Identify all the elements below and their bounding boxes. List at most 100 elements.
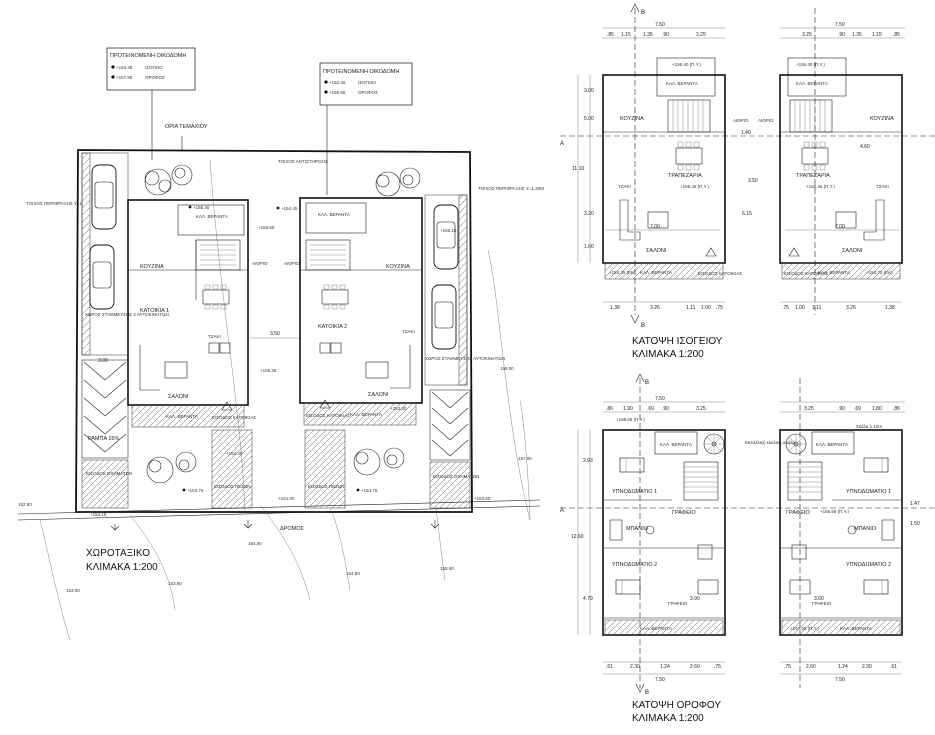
house-2-plan: ΚΑΛ. ΒΕΡΑΝΤΑ ΚΟΥΖΙΝΑ ΚΑΤΟΙΚΙΑ 2 ΤΖΑΚΙ ΣΑ… bbox=[299, 197, 423, 426]
dining-table-icon bbox=[801, 141, 829, 171]
wc-icon bbox=[697, 544, 713, 560]
site-plan: ΠΡΟΤΕΙΝΟΜΕΝΗ ΟΙΚΟΔΟΜΗ +154.45 ΙΣΟΓΕΙΟ +1… bbox=[17, 47, 544, 641]
level-label: +156.55 (Π.Υ.) bbox=[820, 509, 849, 514]
atrium-label: ΑΙΘΡΙΟ bbox=[758, 118, 774, 123]
parking-label-left: ΧΩΡΟΣ ΣΤΑΘΜΕΥΣΗΣ 2 ΑΥΤΟΚΙΝΗΤΩΝ bbox=[85, 312, 169, 317]
upper-floor-scale: ΚΛΙΜΑΚΑ 1:200 bbox=[632, 713, 704, 724]
fireplace-label: ΤΖΑΚΙ bbox=[618, 184, 631, 189]
dim: 1.15 bbox=[621, 32, 631, 38]
car-icon bbox=[433, 204, 459, 270]
veranda-label: ΚΑΛ. ΒΕΡΑΝΤΑ bbox=[796, 81, 828, 86]
entrance-arrow-icon bbox=[221, 401, 233, 411]
dim: 3.26 bbox=[650, 305, 660, 311]
dim: 1.11 bbox=[812, 305, 822, 311]
ramp-right bbox=[429, 389, 471, 461]
legend-title: ΠΡΟΤΕΙΝΟΜΕΝΗ ΟΙΚΟΔΟΜΗ bbox=[323, 69, 399, 75]
toilet-icon bbox=[847, 525, 857, 535]
bedroom-label: ΥΠΝΟΔΩΜΑΤΙΟ 1 bbox=[612, 489, 657, 495]
veranda-bottom bbox=[604, 262, 724, 280]
section-marker-b: B bbox=[641, 10, 645, 16]
dim: .86 bbox=[606, 406, 613, 412]
dim: 1.00 bbox=[701, 305, 711, 311]
dim: 2.60 bbox=[806, 664, 816, 670]
dim: 3.26 bbox=[846, 305, 856, 311]
dim: 3.90 bbox=[690, 596, 700, 602]
dim: 3.20 bbox=[584, 211, 594, 217]
dim: 3.25 bbox=[696, 32, 706, 38]
tree-icon bbox=[146, 451, 197, 484]
spiral-stair-icon bbox=[785, 433, 807, 455]
veranda-label: ΚΑΛ. ΒΕΡΑΝΤΑ bbox=[666, 81, 698, 86]
legend-title: ΠΡΟΤΕΙΝΟΜΕΝΗ ΟΙΚΟΔΟΜΗ bbox=[110, 53, 186, 59]
upper-unit-left-walls bbox=[602, 429, 726, 636]
dim: 1.90 bbox=[623, 406, 633, 412]
ground-unit-left-walls bbox=[602, 74, 726, 264]
car-entrance-left-label: ΕΙΣΟΔΟΣ ΟΧΗΜΑΤΩΝ bbox=[86, 471, 132, 476]
retaining-wall-label: ΤΟΙΧΟΣ ΑΝΤΙΣΤΗΡΙΞΗΣ bbox=[278, 159, 328, 164]
salon-label: ΣΑΛΟΝΙ bbox=[168, 394, 189, 400]
atrium-label: ΑΙΘΡΙΟ bbox=[733, 118, 749, 123]
ramp-label: ΡΑΜΠΑ 15% bbox=[88, 436, 119, 442]
car-icon bbox=[431, 284, 457, 350]
dim-width-total: 7.50 bbox=[655, 396, 665, 402]
kitchen-label: ΚΟΥΖΙΝΑ bbox=[386, 264, 410, 270]
desk-icon bbox=[697, 579, 719, 595]
car-icon bbox=[89, 244, 115, 310]
dining-label: ΤΡΑΠΕΖΑΡΙΑ bbox=[668, 173, 702, 179]
dim: 11.10 bbox=[572, 166, 584, 172]
level-marker: +156.55 bbox=[258, 225, 275, 230]
legend-level-upper: +157.55 bbox=[116, 75, 133, 80]
dim: .75 bbox=[714, 664, 721, 670]
dim: 1.40 bbox=[741, 130, 751, 136]
entrance-label: ΕΙΣΟΔΟΣ ΚΑΤΟΙΚΙΑΣ bbox=[698, 271, 742, 276]
dim: 1.00 bbox=[795, 305, 805, 311]
veranda-label: ΚΑΛ. ΒΕΡΑΝΤΑ bbox=[350, 412, 382, 417]
legend-name-ground: ΙΣΟΓΕΙΟ bbox=[145, 65, 163, 70]
dim: 1.50 bbox=[910, 521, 920, 527]
dim: .61 bbox=[606, 664, 613, 670]
dim: .61 bbox=[890, 664, 897, 670]
dim-parking: 3.00 bbox=[98, 358, 108, 364]
dim: 6.15 bbox=[742, 211, 752, 217]
contour-label: 154.50 bbox=[346, 571, 360, 576]
contour-label: 156.00 bbox=[500, 366, 514, 371]
legend-box-house2: ΠΡΟΤΕΙΝΟΜΕΝΗ ΟΙΚΟΔΟΜΗ +152.45 ΙΣΟΓΕΙΟ +1… bbox=[319, 62, 413, 195]
kitchen-label: ΚΟΥΖΙΝΑ bbox=[620, 116, 644, 122]
dim: 1.80 bbox=[872, 406, 882, 412]
salon-label: ΣΑΛΟΝΙ bbox=[646, 248, 667, 254]
veranda-label: ΚΑΛ. ΒΕΡΑΝΤΑ bbox=[818, 270, 850, 275]
fireplace-label: ΤΖΑΚΙ bbox=[876, 184, 889, 189]
bath-label: ΜΠΑΝΙΟ bbox=[626, 526, 649, 532]
arrow-icon bbox=[243, 520, 253, 529]
section-marker-b: B bbox=[645, 690, 649, 696]
contour-label: 152.50 bbox=[18, 502, 32, 507]
dim-width-total: 7.50 bbox=[835, 22, 845, 28]
tree-icon bbox=[375, 167, 421, 197]
spiral-stair-icon bbox=[703, 433, 725, 455]
level-marker: +154.15 bbox=[90, 512, 107, 517]
dim: 2.30 bbox=[630, 664, 640, 670]
stair-outline bbox=[305, 239, 351, 271]
sofa-icon bbox=[139, 342, 231, 391]
dim-width-total: 7.50 bbox=[655, 677, 665, 683]
dim: .69 bbox=[854, 406, 861, 412]
car-icon bbox=[91, 164, 117, 230]
dim: 1.60 bbox=[584, 244, 594, 250]
dim: 7.00 bbox=[650, 224, 660, 230]
study-label: ΓΡΑΦΕΙΟ bbox=[672, 510, 696, 516]
bedroom-label: ΥΠΝΟΔΩΜΑΤΙΟ 2 bbox=[846, 562, 891, 568]
bed-icon bbox=[863, 457, 889, 473]
legend-box-house1: ΠΡΟΤΕΙΝΟΜΕΝΗ ΟΙΚΟΔΟΜΗ +154.45 ΙΣΟΓΕΙΟ +1… bbox=[106, 47, 196, 160]
dining-table-icon bbox=[321, 284, 349, 310]
entrance-label: ΕΙΣΟΔΟΣ ΚΑΤΟΙΚΙΑΣ bbox=[784, 271, 828, 276]
veranda-label: ΚΑΛ. ΒΕΡΑΝΤΑ bbox=[660, 442, 692, 447]
level-marker: +154.75 bbox=[361, 488, 378, 493]
dim: 2.93 bbox=[583, 458, 593, 464]
entrance-arrow-icon bbox=[788, 247, 800, 257]
dim: 3.25 bbox=[804, 406, 814, 412]
level-label: +154.35 (ΕΚ) bbox=[609, 270, 636, 275]
dim: 1.47 bbox=[910, 501, 920, 507]
dim-between-houses: 3.50 bbox=[270, 331, 280, 337]
house-2-label: ΚΑΤΟΙΚΙΑ 2 bbox=[318, 324, 347, 330]
